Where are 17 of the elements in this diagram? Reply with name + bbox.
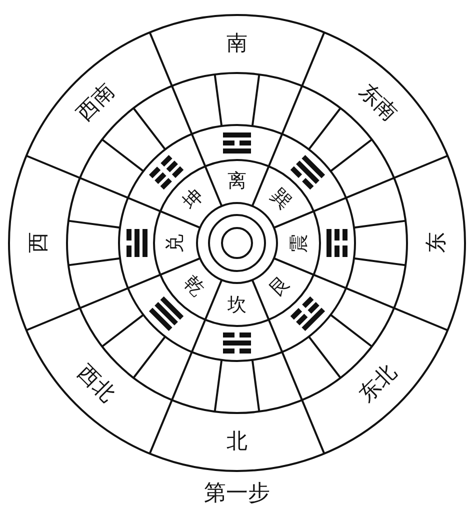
trigram-name: 坤 <box>179 185 208 214</box>
trigram-name: 艮 <box>266 272 295 301</box>
trigram-name: 坎 <box>228 294 246 316</box>
trigram-name: 兑 <box>164 234 186 252</box>
trigram-name: 巽 <box>266 185 295 214</box>
caption: 第一步 <box>203 480 271 508</box>
trigram-name: 乾 <box>179 272 208 301</box>
direction-label: 南 <box>226 32 248 56</box>
trigram-name: 震 <box>288 234 310 252</box>
trigram-name: 离 <box>228 170 246 192</box>
direction-label: 东北 <box>354 360 401 407</box>
direction-label: 西北 <box>73 360 120 407</box>
direction-label: 北 <box>226 430 248 454</box>
direction-label: 东南 <box>354 79 401 126</box>
direction-label: 东 <box>424 232 448 254</box>
direction-label: 西南 <box>73 79 120 126</box>
direction-label: 西 <box>26 232 50 254</box>
